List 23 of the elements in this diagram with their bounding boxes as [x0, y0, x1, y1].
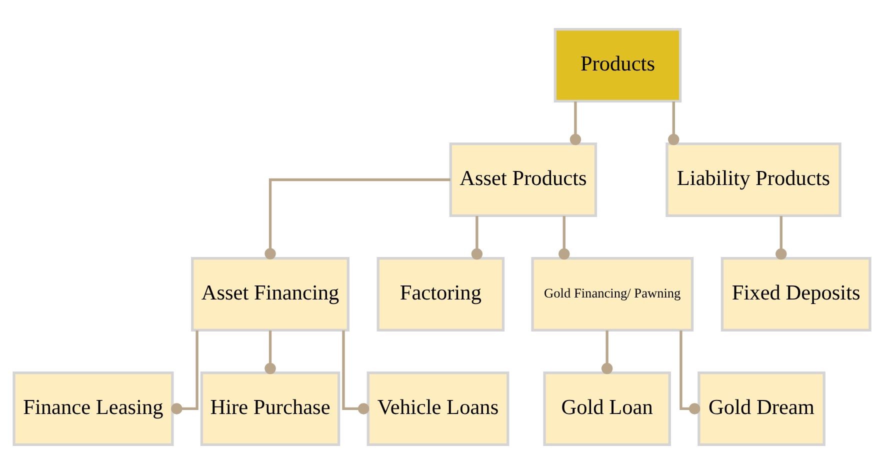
connector — [471, 215, 483, 260]
node-box: Factoring — [376, 256, 505, 332]
node-box: Gold Financing/ Pawning — [531, 256, 694, 332]
node-box: Asset Products — [449, 142, 598, 217]
connector — [680, 330, 700, 414]
connector — [342, 330, 370, 414]
connector — [264, 178, 450, 259]
connector — [558, 215, 570, 260]
connector — [668, 101, 680, 145]
node-box: Asset Financing — [191, 256, 350, 332]
connector — [601, 330, 613, 374]
connector — [776, 215, 787, 260]
node-box: Liability Products — [666, 142, 842, 217]
connector — [264, 330, 276, 374]
node-box: Fixed Deposits — [720, 256, 872, 332]
node-box: Gold Dream — [698, 370, 826, 446]
node-box: Gold Loan — [543, 370, 671, 446]
connector — [570, 101, 582, 145]
node-box: Products — [554, 28, 682, 102]
node-box: Vehicle Loans — [366, 370, 510, 446]
connector — [171, 330, 198, 414]
node-box: Finance Leasing — [12, 370, 174, 446]
node-box: Hire Purchase — [200, 370, 340, 446]
